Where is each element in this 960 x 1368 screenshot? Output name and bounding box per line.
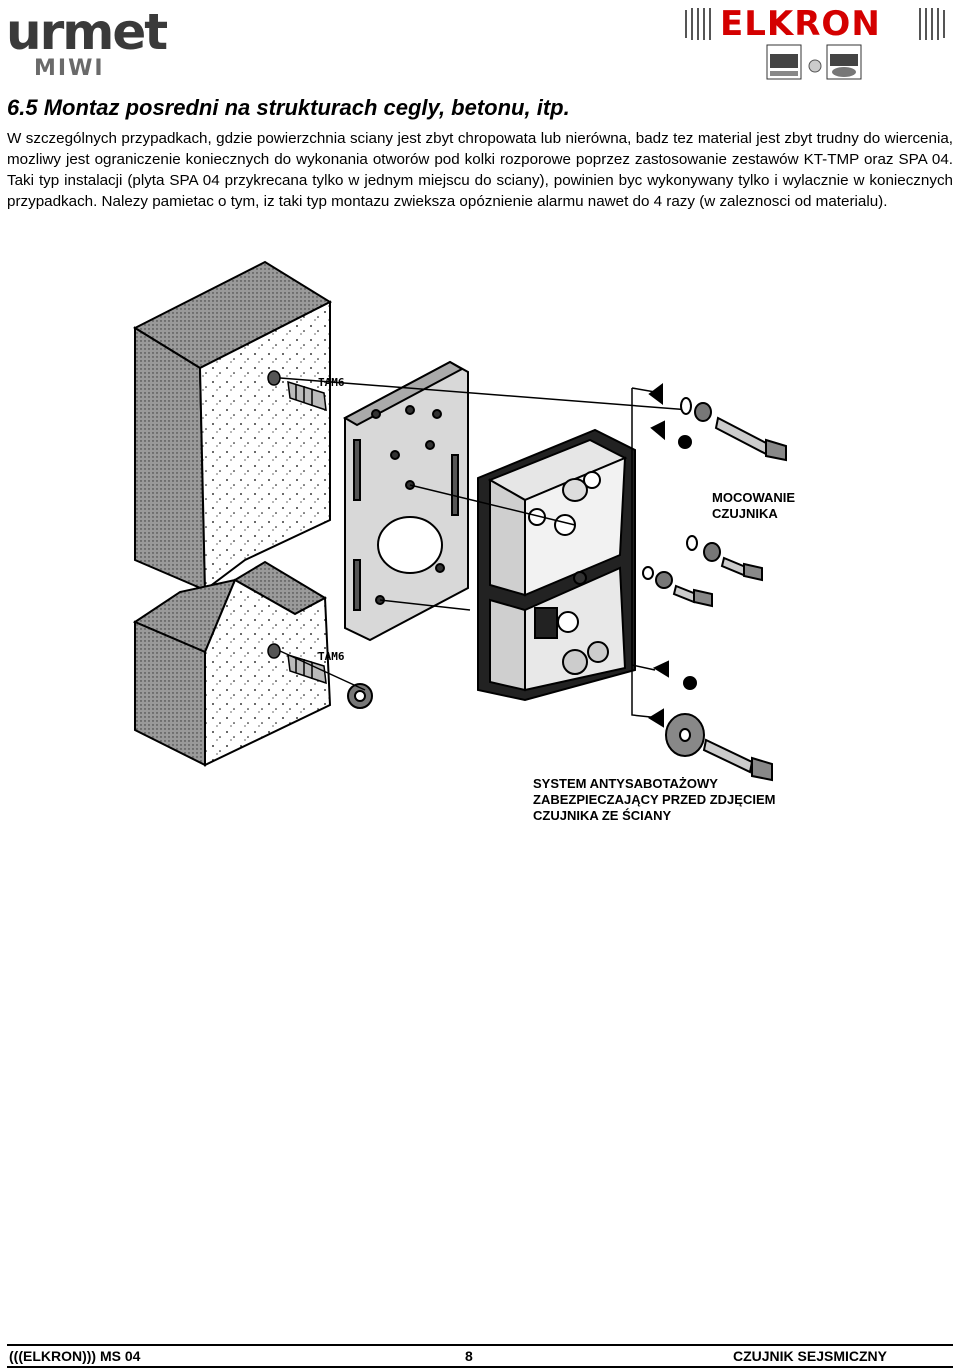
spacer-ring (347, 683, 373, 709)
hardware-tamper (648, 708, 773, 782)
anchor-bottom (267, 643, 327, 685)
section-title: 6.5 Montaz posredni na strukturach cegly… (7, 95, 570, 120)
csq-certification-icon (766, 44, 802, 80)
mounting-diagram: TAM6 TAM6 (132, 260, 787, 782)
hardware-middle (642, 535, 763, 690)
elkron-logo: ELKRON (680, 4, 948, 44)
wall-block-bottom (132, 560, 332, 767)
footer-product: (((ELKRON))) MS 04 (9, 1348, 141, 1364)
elkron-logo-stripes (685, 8, 945, 40)
urmet-logo: urmet MIWI (6, 6, 168, 82)
miwi-logo-word: MIWI (34, 56, 105, 81)
footer-title: CZUJNIK SEJSMICZNY (732, 1348, 887, 1364)
iqnet-certification-icon (808, 59, 822, 73)
wall-block-top (132, 260, 333, 592)
csq-eco-certification-icon (826, 44, 862, 80)
mounting-plate (342, 360, 469, 642)
anchor-bottom-label: TAM6 (318, 650, 345, 663)
label-sensor-mounting: MOCOWANIE CZUJNIKA (712, 490, 796, 521)
hardware-top (648, 383, 787, 462)
sensor-housing (477, 428, 636, 702)
elkron-logo-word: ELKRON (720, 4, 881, 44)
page-footer: (((ELKRON))) MS 04 8 CZUJNIK SEJSMICZNY (7, 1344, 953, 1368)
footer-page-number: 8 (465, 1348, 473, 1364)
label-anti-tamper-system: SYSTEM ANTYSABOTAŻOWY ZABEZPIECZAJĄCY PR… (533, 776, 776, 823)
urmet-logo-word: urmet (6, 3, 168, 61)
section-body: W szczególnych przypadkach, gdzie powier… (7, 130, 953, 210)
